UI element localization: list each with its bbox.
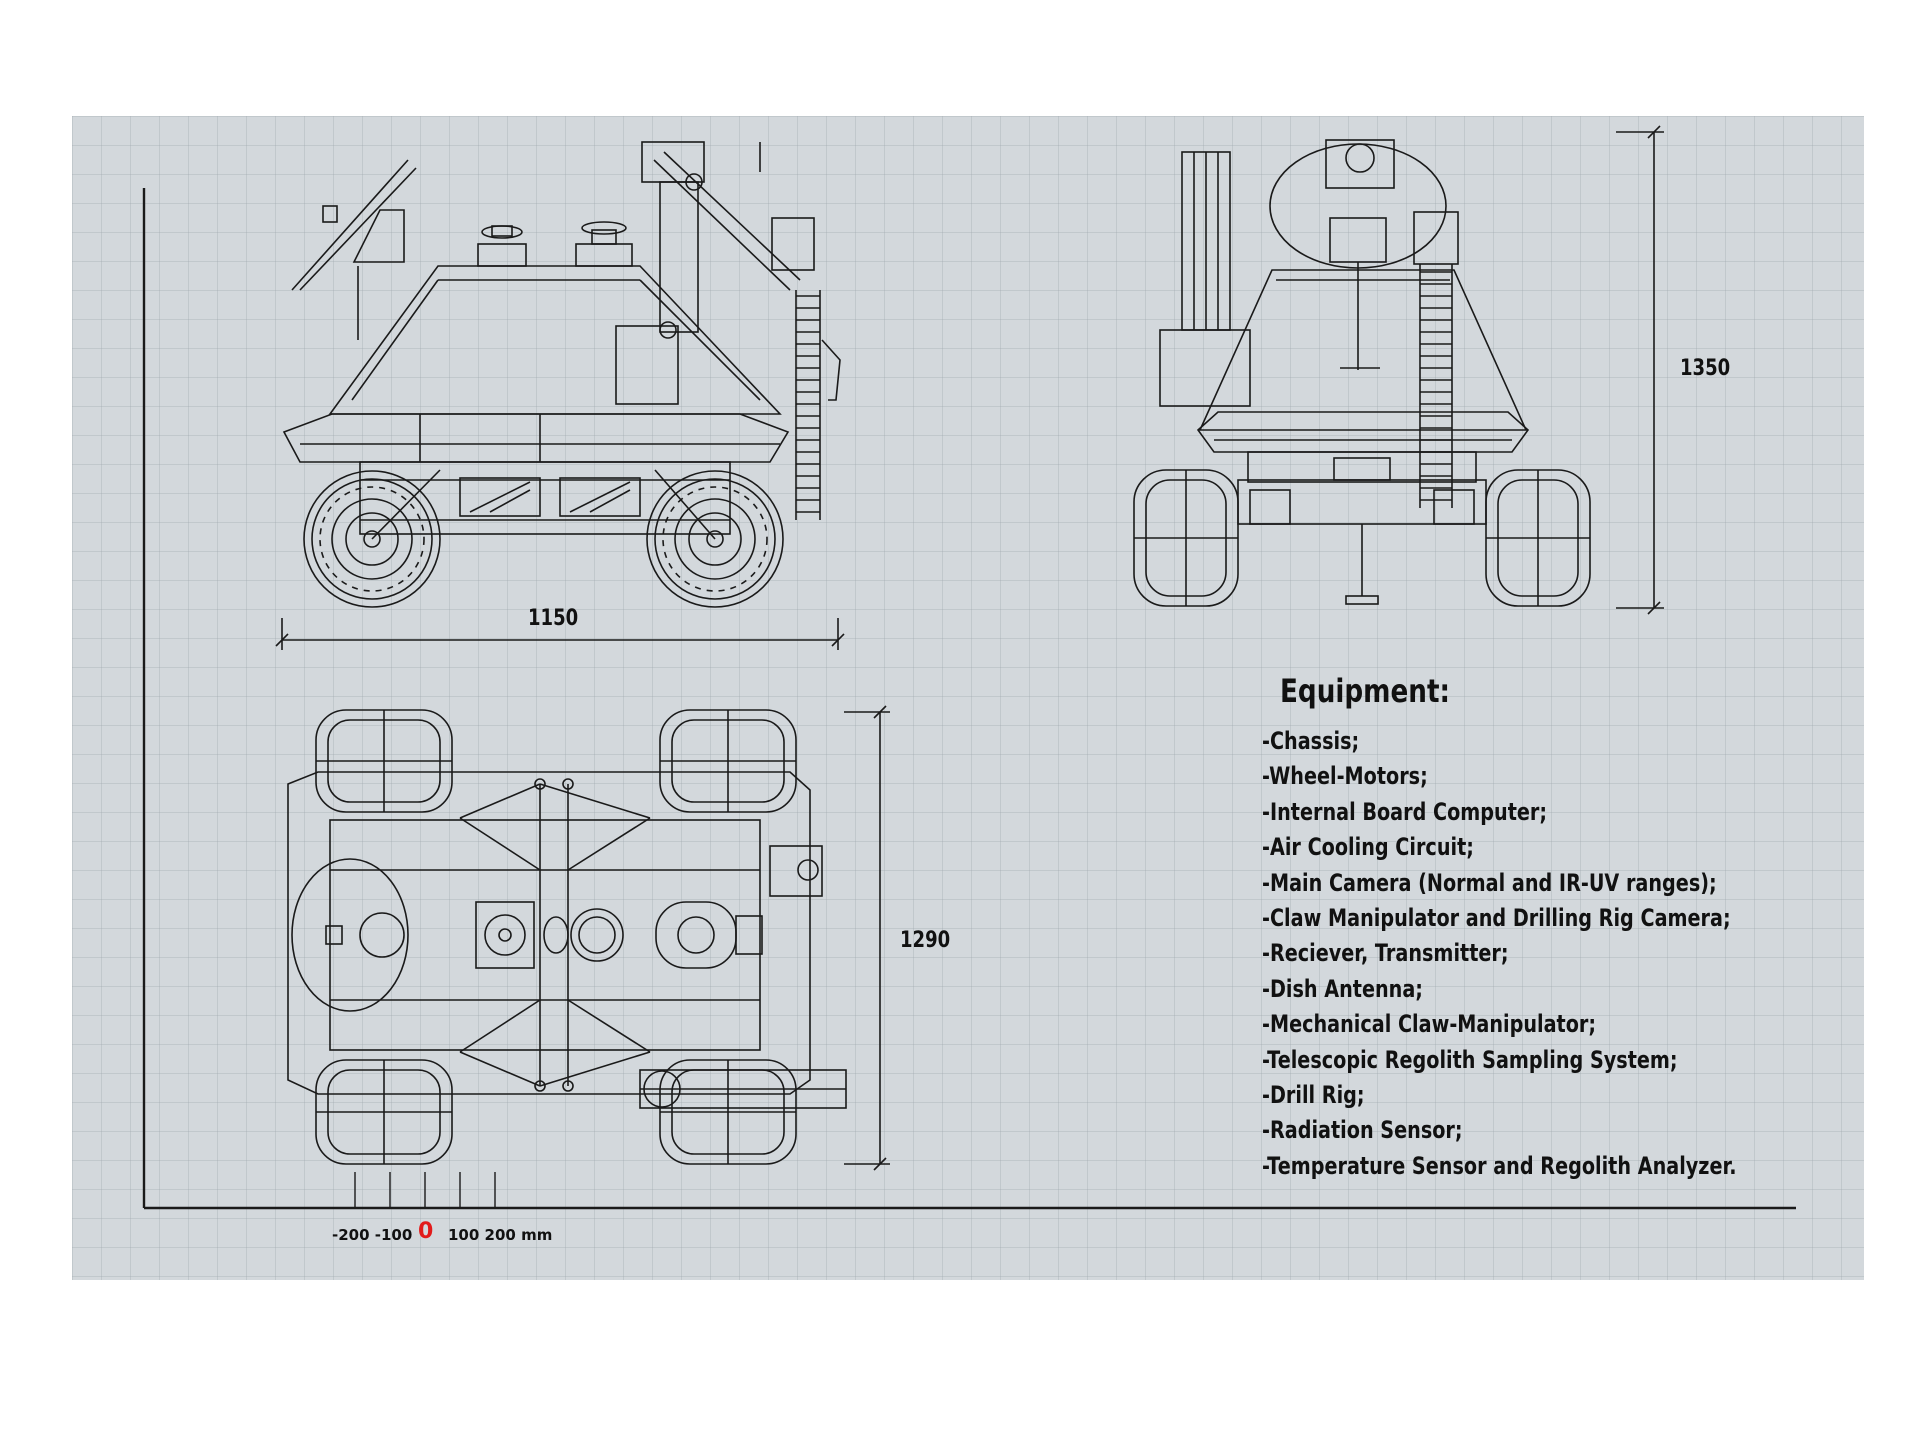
side-length-dimension: 1150: [528, 606, 579, 631]
top-rear-right-wheel: [315, 1059, 453, 1165]
equipment-item: -Drill Rig;: [1262, 1080, 1365, 1109]
rover-top-view: [287, 705, 890, 1171]
rover-front-view: [1133, 125, 1664, 615]
scale-bar-positive-label: 100 200 mm: [448, 1226, 553, 1244]
top-front-right-wheel: [659, 1059, 797, 1165]
equipment-item: -Claw Manipulator and Drilling Rig Camer…: [1262, 903, 1731, 932]
top-width-dimension: 1290: [900, 928, 951, 953]
equipment-panel: Equipment: -Chassis; -Wheel-Motors; -Int…: [1262, 672, 1822, 1184]
equipment-item: -Reciever, Transmitter;: [1262, 939, 1509, 968]
equipment-item: -Internal Board Computer;: [1262, 797, 1548, 826]
equipment-item: -Air Cooling Circuit;: [1262, 833, 1474, 862]
equipment-item: -Wheel-Motors;: [1262, 762, 1428, 791]
scale-bar-negative-label: -200 -100: [332, 1226, 413, 1244]
front-right-wheel: [1485, 469, 1591, 607]
front-left-wheel: [1133, 469, 1239, 607]
top-front-left-wheel: [659, 709, 797, 813]
dimension-line-front-height: [1616, 125, 1664, 615]
equipment-item: -Temperature Sensor and Regolith Analyze…: [1262, 1151, 1737, 1180]
equipment-list: -Chassis; -Wheel-Motors; -Internal Board…: [1262, 724, 1822, 1184]
scale-bar-ticks: [354, 1172, 496, 1208]
equipment-item: -Telescopic Regolith Sampling System;: [1262, 1045, 1678, 1074]
page-axes: [142, 188, 1796, 1210]
dimension-line-top-width: [844, 705, 890, 1171]
dimension-line-side-length: [275, 618, 845, 650]
blueprint-sheet: [72, 116, 1864, 1280]
equipment-item: -Main Camera (Normal and IR-UV ranges);: [1262, 868, 1717, 897]
equipment-item: -Dish Antenna;: [1262, 974, 1423, 1003]
top-rear-left-wheel: [315, 709, 453, 813]
equipment-item: -Mechanical Claw-Manipulator;: [1262, 1010, 1597, 1039]
rover-side-view: [275, 141, 845, 650]
scale-bar-zero-label: 0: [418, 1219, 434, 1244]
equipment-item: -Radiation Sensor;: [1262, 1116, 1463, 1145]
front-height-dimension: 1350: [1680, 356, 1731, 381]
side-rear-wheel: [303, 470, 441, 608]
equipment-title: Equipment:: [1280, 672, 1451, 710]
side-front-wheel: [646, 470, 784, 608]
equipment-item: -Chassis;: [1262, 727, 1360, 755]
